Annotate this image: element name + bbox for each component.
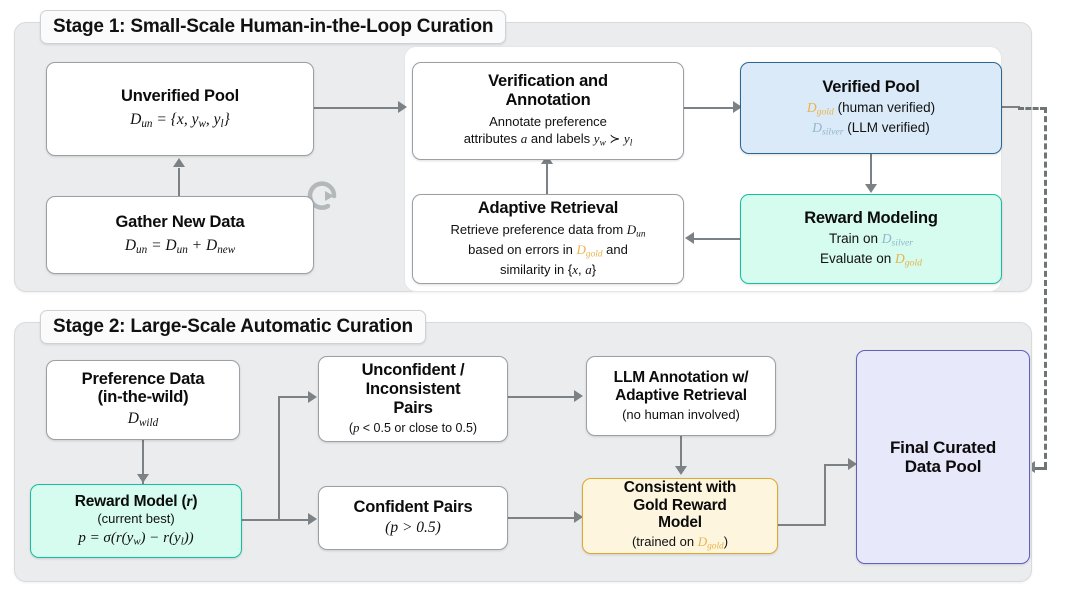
consistent-gold-title-line1: Consistent with bbox=[623, 479, 737, 497]
reward-model-title: Reward Model (r) bbox=[74, 493, 198, 511]
connector-unverified-to-verification bbox=[314, 107, 400, 110]
consistent-gold-sub-line1: (trained on Dgold) bbox=[631, 533, 729, 552]
node-unconfident-pairs[interactable]: Unconfident / Inconsistent Pairs (p < 0.… bbox=[318, 356, 508, 442]
adaptive-retrieval-sub-line3: similarity in {x, a} bbox=[499, 262, 597, 278]
llm-annotation-title-line2: Adaptive Retrieval bbox=[615, 386, 747, 404]
preference-data-title-line1: Preference Data bbox=[81, 369, 205, 388]
node-verification-annotation[interactable]: Verification and Annotation Annotate pre… bbox=[412, 62, 684, 160]
llm-annotation-sub-line1: (no human involved) bbox=[622, 406, 740, 422]
consistent-gold-title-line3: Model bbox=[658, 514, 702, 532]
node-consistent-gold[interactable]: Consistent with Gold Reward Model (train… bbox=[582, 478, 778, 554]
dashed-connector-vertical bbox=[1044, 107, 1047, 468]
reward-modeling-sub-line1: Train on Dsilver bbox=[828, 231, 914, 249]
verification-annotation-title-line2: Annotation bbox=[505, 90, 591, 109]
verification-annotation-title-line1: Verification and bbox=[488, 72, 608, 91]
node-preference-data[interactable]: Preference Data (in-the-wild) Dwild bbox=[46, 360, 240, 440]
unconfident-pairs-title-line1: Unconfident / bbox=[361, 361, 465, 380]
arrowhead-to-unconfident bbox=[308, 391, 317, 403]
reward-modeling-sub-line2: Evaluate on Dgold bbox=[819, 250, 923, 269]
node-final-pool[interactable]: Final Curated Data Pool bbox=[856, 350, 1030, 564]
node-verified-pool[interactable]: Verified Pool Dgold (human verified) Dsi… bbox=[740, 62, 1002, 154]
preference-data-formula: Dwild bbox=[127, 410, 159, 429]
connector-preference-to-reward-model bbox=[142, 440, 145, 484]
arrowhead-unconfident-to-llm bbox=[574, 390, 583, 402]
adaptive-retrieval-sub-line2: based on errors in Dgold and bbox=[468, 242, 628, 260]
connector-llm-to-consistent bbox=[680, 436, 683, 468]
unconfident-pairs-title-line3: Pairs bbox=[393, 399, 433, 418]
confident-pairs-title: Confident Pairs bbox=[353, 498, 473, 517]
confident-pairs-sub-line1: (p > 0.5) bbox=[385, 519, 441, 537]
consistent-gold-title-line2: Gold Reward bbox=[633, 496, 727, 514]
node-confident-pairs[interactable]: Confident Pairs (p > 0.5) bbox=[318, 486, 508, 550]
arrowhead-verification-to-verified bbox=[733, 101, 742, 113]
connector-reward-model-out bbox=[242, 519, 312, 522]
dashed-connector-horizontal-top bbox=[1018, 107, 1046, 110]
preference-data-title-line2: (in-the-wild) bbox=[97, 388, 189, 407]
node-gather-new-data[interactable]: Gather New Data Dun = Dun + Dnew bbox=[46, 196, 314, 274]
connector-verified-dashed-stub bbox=[1002, 106, 1020, 109]
dashed-connector-horizontal-bottom bbox=[1035, 467, 1047, 470]
adaptive-retrieval-sub-line1: Retrieve preference data from Dun bbox=[450, 222, 646, 240]
connector-confident-to-consistent bbox=[508, 517, 578, 520]
node-reward-model[interactable]: Reward Model (r) (current best) p = σ(r(… bbox=[30, 484, 242, 558]
verified-pool-title: Verified Pool bbox=[822, 77, 920, 96]
connector-consistent-to-final-v bbox=[824, 465, 827, 525]
unverified-pool-title: Unverified Pool bbox=[120, 87, 240, 106]
connector-gather-to-unverified bbox=[178, 168, 181, 198]
verification-annotation-sub-line2: attributes a and labels yw ≻ yl bbox=[463, 130, 633, 149]
adaptive-retrieval-title: Adaptive Retrieval bbox=[477, 199, 619, 218]
gather-new-data-title: Gather New Data bbox=[115, 213, 245, 232]
verified-pool-sub-line2: Dsilver (LLM verified) bbox=[812, 119, 930, 138]
loop-arrow-icon bbox=[307, 181, 337, 210]
final-pool-title-line1: Final Curated bbox=[889, 437, 997, 457]
arrowhead-verified-to-reward-modeling bbox=[865, 184, 877, 193]
arrowhead-to-confident bbox=[308, 513, 317, 525]
unconfident-pairs-title-line2: Inconsistent bbox=[365, 380, 461, 399]
node-adaptive-retrieval[interactable]: Adaptive Retrieval Retrieve preference d… bbox=[412, 194, 684, 284]
node-unverified-pool[interactable]: Unverified Pool Dun = {x, yw, yl} bbox=[46, 62, 314, 156]
connector-consistent-to-final-h1 bbox=[778, 524, 826, 527]
connector-consistent-to-final-h2 bbox=[824, 464, 852, 467]
reward-modeling-title: Reward Modeling bbox=[804, 208, 938, 227]
connector-verified-to-reward-modeling bbox=[870, 154, 873, 186]
arrowhead-consistent-to-final bbox=[848, 458, 857, 470]
node-reward-modeling[interactable]: Reward Modeling Train on Dsilver Evaluat… bbox=[740, 194, 1002, 284]
llm-annotation-title-line1: LLM Annotation w/ bbox=[613, 369, 749, 387]
arrowhead-confident-to-consistent bbox=[574, 511, 583, 523]
connector-unconfident-to-llm bbox=[508, 396, 578, 399]
verified-pool-sub-line1: Dgold (human verified) bbox=[806, 100, 936, 118]
reward-model-sub-line1: (current best) bbox=[97, 510, 175, 526]
connector-reward-modeling-to-retrieval bbox=[692, 238, 740, 241]
arrowhead-unverified-to-verification bbox=[398, 101, 407, 113]
unconfident-pairs-sub-line1: (p < 0.5 or close to 0.5) bbox=[348, 420, 478, 435]
arrowhead-llm-to-consistent bbox=[675, 466, 687, 475]
gather-new-data-formula: Dun = Dun + Dnew bbox=[124, 236, 236, 256]
connector-to-unconfident bbox=[278, 396, 312, 399]
arrowhead-reward-modeling-to-retrieval bbox=[685, 232, 694, 244]
connector-reward-model-riser bbox=[278, 397, 281, 521]
connector-retrieval-to-verification bbox=[546, 164, 549, 194]
connector-verification-to-verified bbox=[684, 107, 736, 110]
stage2-title: Stage 2: Large-Scale Automatic Curation bbox=[40, 310, 426, 344]
unverified-pool-formula: Dun = {x, yw, yl} bbox=[130, 110, 230, 130]
arrowhead-preference-to-reward-model bbox=[137, 474, 149, 483]
final-pool-title-line2: Data Pool bbox=[904, 457, 982, 476]
verification-annotation-sub-line1: Annotate preference bbox=[489, 113, 607, 129]
arrowhead-gather-to-unverified bbox=[173, 158, 185, 167]
node-llm-annotation[interactable]: LLM Annotation w/ Adaptive Retrieval (no… bbox=[586, 356, 776, 436]
reward-model-formula: p = σ(r(yw) − r(yl)) bbox=[78, 530, 194, 548]
stage1-title: Stage 1: Small-Scale Human-in-the-Loop C… bbox=[40, 10, 507, 44]
